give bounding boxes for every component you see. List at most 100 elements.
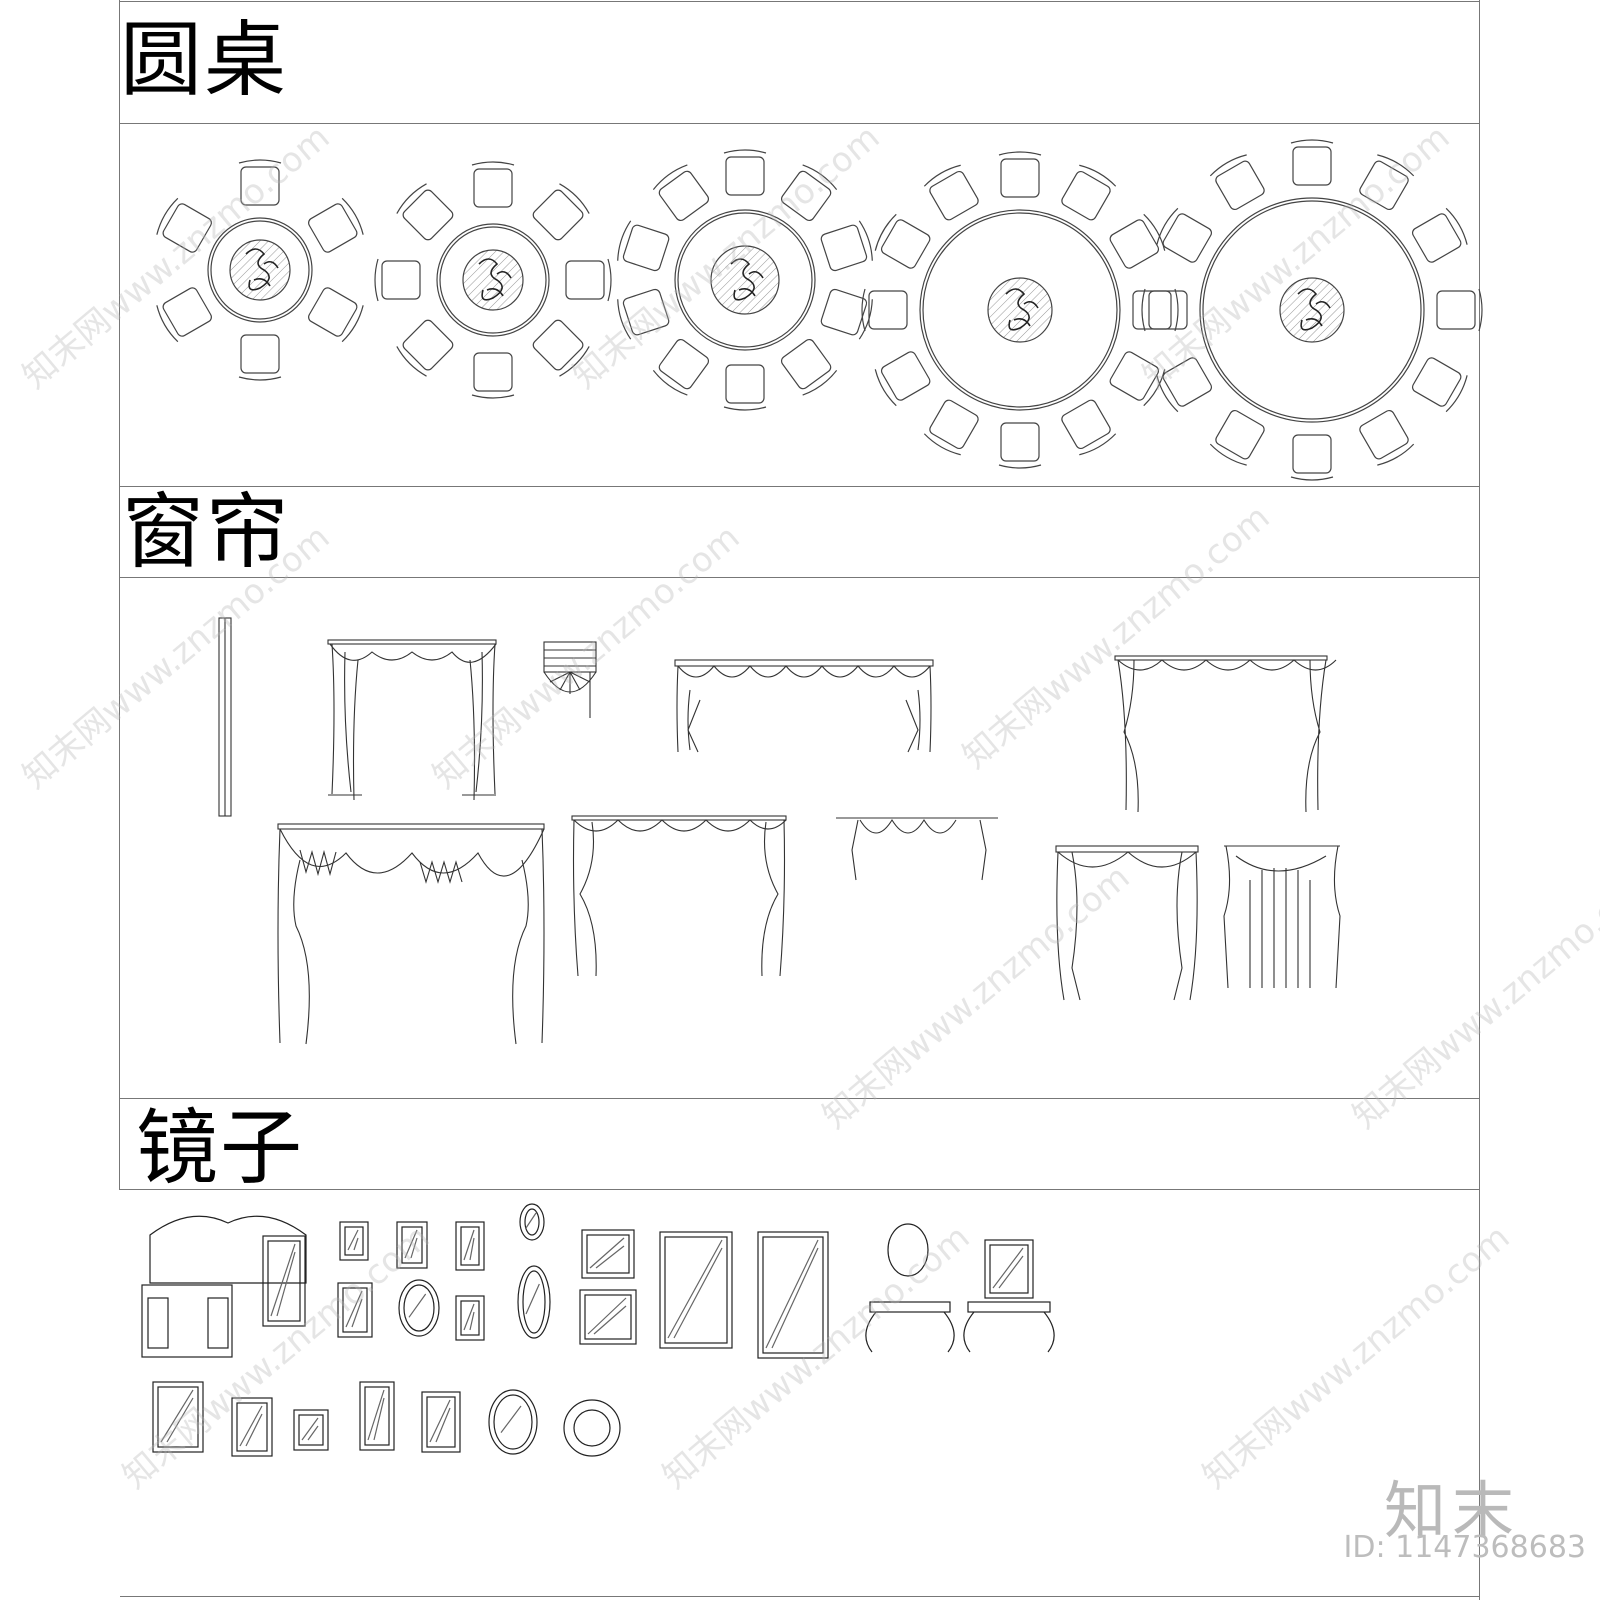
left-border <box>119 0 120 1190</box>
glass-reflection <box>525 1283 540 1315</box>
glass-reflection <box>500 1405 522 1434</box>
chair <box>861 288 908 332</box>
chair <box>780 164 838 222</box>
small-mirror <box>396 1221 428 1269</box>
chair <box>565 258 612 302</box>
glass-reflection <box>667 1239 723 1339</box>
brand-id: ID: 1147368683 <box>1343 1530 1586 1565</box>
curtain-valance-2 <box>836 817 998 881</box>
chair <box>1109 213 1166 269</box>
framed-mirror <box>579 1289 637 1345</box>
chair <box>820 288 873 340</box>
brand-logo: 知末 <box>1383 1474 1520 1547</box>
glass-reflection <box>765 1239 819 1349</box>
chair <box>780 338 838 396</box>
small-mirror <box>455 1221 485 1271</box>
glass-reflection <box>408 1293 427 1318</box>
chair <box>1411 207 1468 263</box>
top-border <box>120 1 1480 2</box>
glass-reflection <box>347 1229 359 1251</box>
small-mirror <box>339 1221 369 1261</box>
chair <box>617 288 670 340</box>
glass-reflection <box>469 1311 475 1331</box>
ornate-mirror <box>359 1381 395 1451</box>
round-table <box>617 149 873 411</box>
chair <box>374 258 421 302</box>
tall-mirror <box>262 1235 306 1327</box>
chair <box>532 183 590 241</box>
section-title-curtains: 窗帘 <box>122 485 291 580</box>
vanity-drawer <box>147 1297 169 1349</box>
glass-reflection <box>301 1417 319 1441</box>
mirror-glass <box>364 1386 390 1446</box>
curtain-roman-shade <box>543 641 597 718</box>
glass-reflection <box>429 1399 451 1443</box>
glass-reflection <box>166 1397 194 1443</box>
glass-reflection <box>276 1251 296 1317</box>
section-title-mirrors: 镜子 <box>136 1101 305 1196</box>
chair <box>1411 357 1468 413</box>
mirror-glass <box>344 1226 364 1256</box>
mirror-glass <box>460 1226 480 1266</box>
chair <box>874 351 931 407</box>
mirror-glass <box>426 1396 456 1448</box>
chair <box>156 197 212 253</box>
chair <box>617 220 670 272</box>
glass-reflection <box>270 1243 296 1317</box>
console-mirror <box>984 1239 1034 1299</box>
glass-reflection <box>463 1303 475 1331</box>
console-table-top <box>869 1301 951 1313</box>
glass-reflection <box>351 1298 363 1328</box>
curtains-group <box>218 617 1341 1045</box>
chair <box>532 319 590 377</box>
oval-mirror <box>519 1203 545 1241</box>
chair <box>396 319 454 377</box>
chair <box>923 164 979 221</box>
glass-reflection <box>245 1413 263 1447</box>
glass-reflection <box>373 1397 385 1441</box>
mirror-glass <box>267 1240 301 1322</box>
chair <box>1436 288 1483 332</box>
glass-reflection <box>525 1212 537 1229</box>
bottom-border <box>120 1596 1480 1597</box>
chair <box>998 422 1042 469</box>
mirror-glass <box>524 1208 540 1236</box>
curtain-tied-1 <box>1055 845 1199 1001</box>
small-mirror <box>421 1391 461 1453</box>
glass-reflection <box>593 1305 627 1335</box>
small-mirror <box>337 1282 373 1338</box>
oval-mirror <box>517 1265 551 1339</box>
mirror-glass <box>522 1270 546 1334</box>
curtain-valance-1 <box>674 659 934 753</box>
mirror-glass <box>236 1402 268 1452</box>
round-table <box>156 159 364 381</box>
mirror-glass <box>493 1394 533 1450</box>
mirror-glass <box>584 1294 632 1340</box>
glass-reflection <box>463 1229 475 1261</box>
chair <box>1359 409 1415 466</box>
glass-reflection <box>353 1237 359 1251</box>
chair <box>923 399 979 456</box>
chair <box>1109 351 1166 407</box>
round-table <box>374 161 612 399</box>
mirror-glass <box>403 1284 435 1332</box>
glass-reflection <box>589 1237 625 1269</box>
chair <box>1156 357 1213 413</box>
divider-4 <box>120 1098 1480 1099</box>
vanity-table <box>141 1284 233 1358</box>
chair <box>652 164 710 222</box>
chair <box>308 197 364 253</box>
chair <box>1359 154 1415 211</box>
mirrors-group <box>141 1203 1055 1457</box>
section-title-round-tables: 圆桌 <box>120 13 289 108</box>
chair <box>723 364 767 411</box>
vanity-mirror-top <box>149 1215 307 1284</box>
chair <box>1141 288 1188 332</box>
vanity-drawer <box>207 1297 229 1349</box>
round-table <box>861 151 1179 469</box>
divider-1 <box>120 123 1480 124</box>
chair <box>471 161 515 208</box>
chair <box>396 183 454 241</box>
